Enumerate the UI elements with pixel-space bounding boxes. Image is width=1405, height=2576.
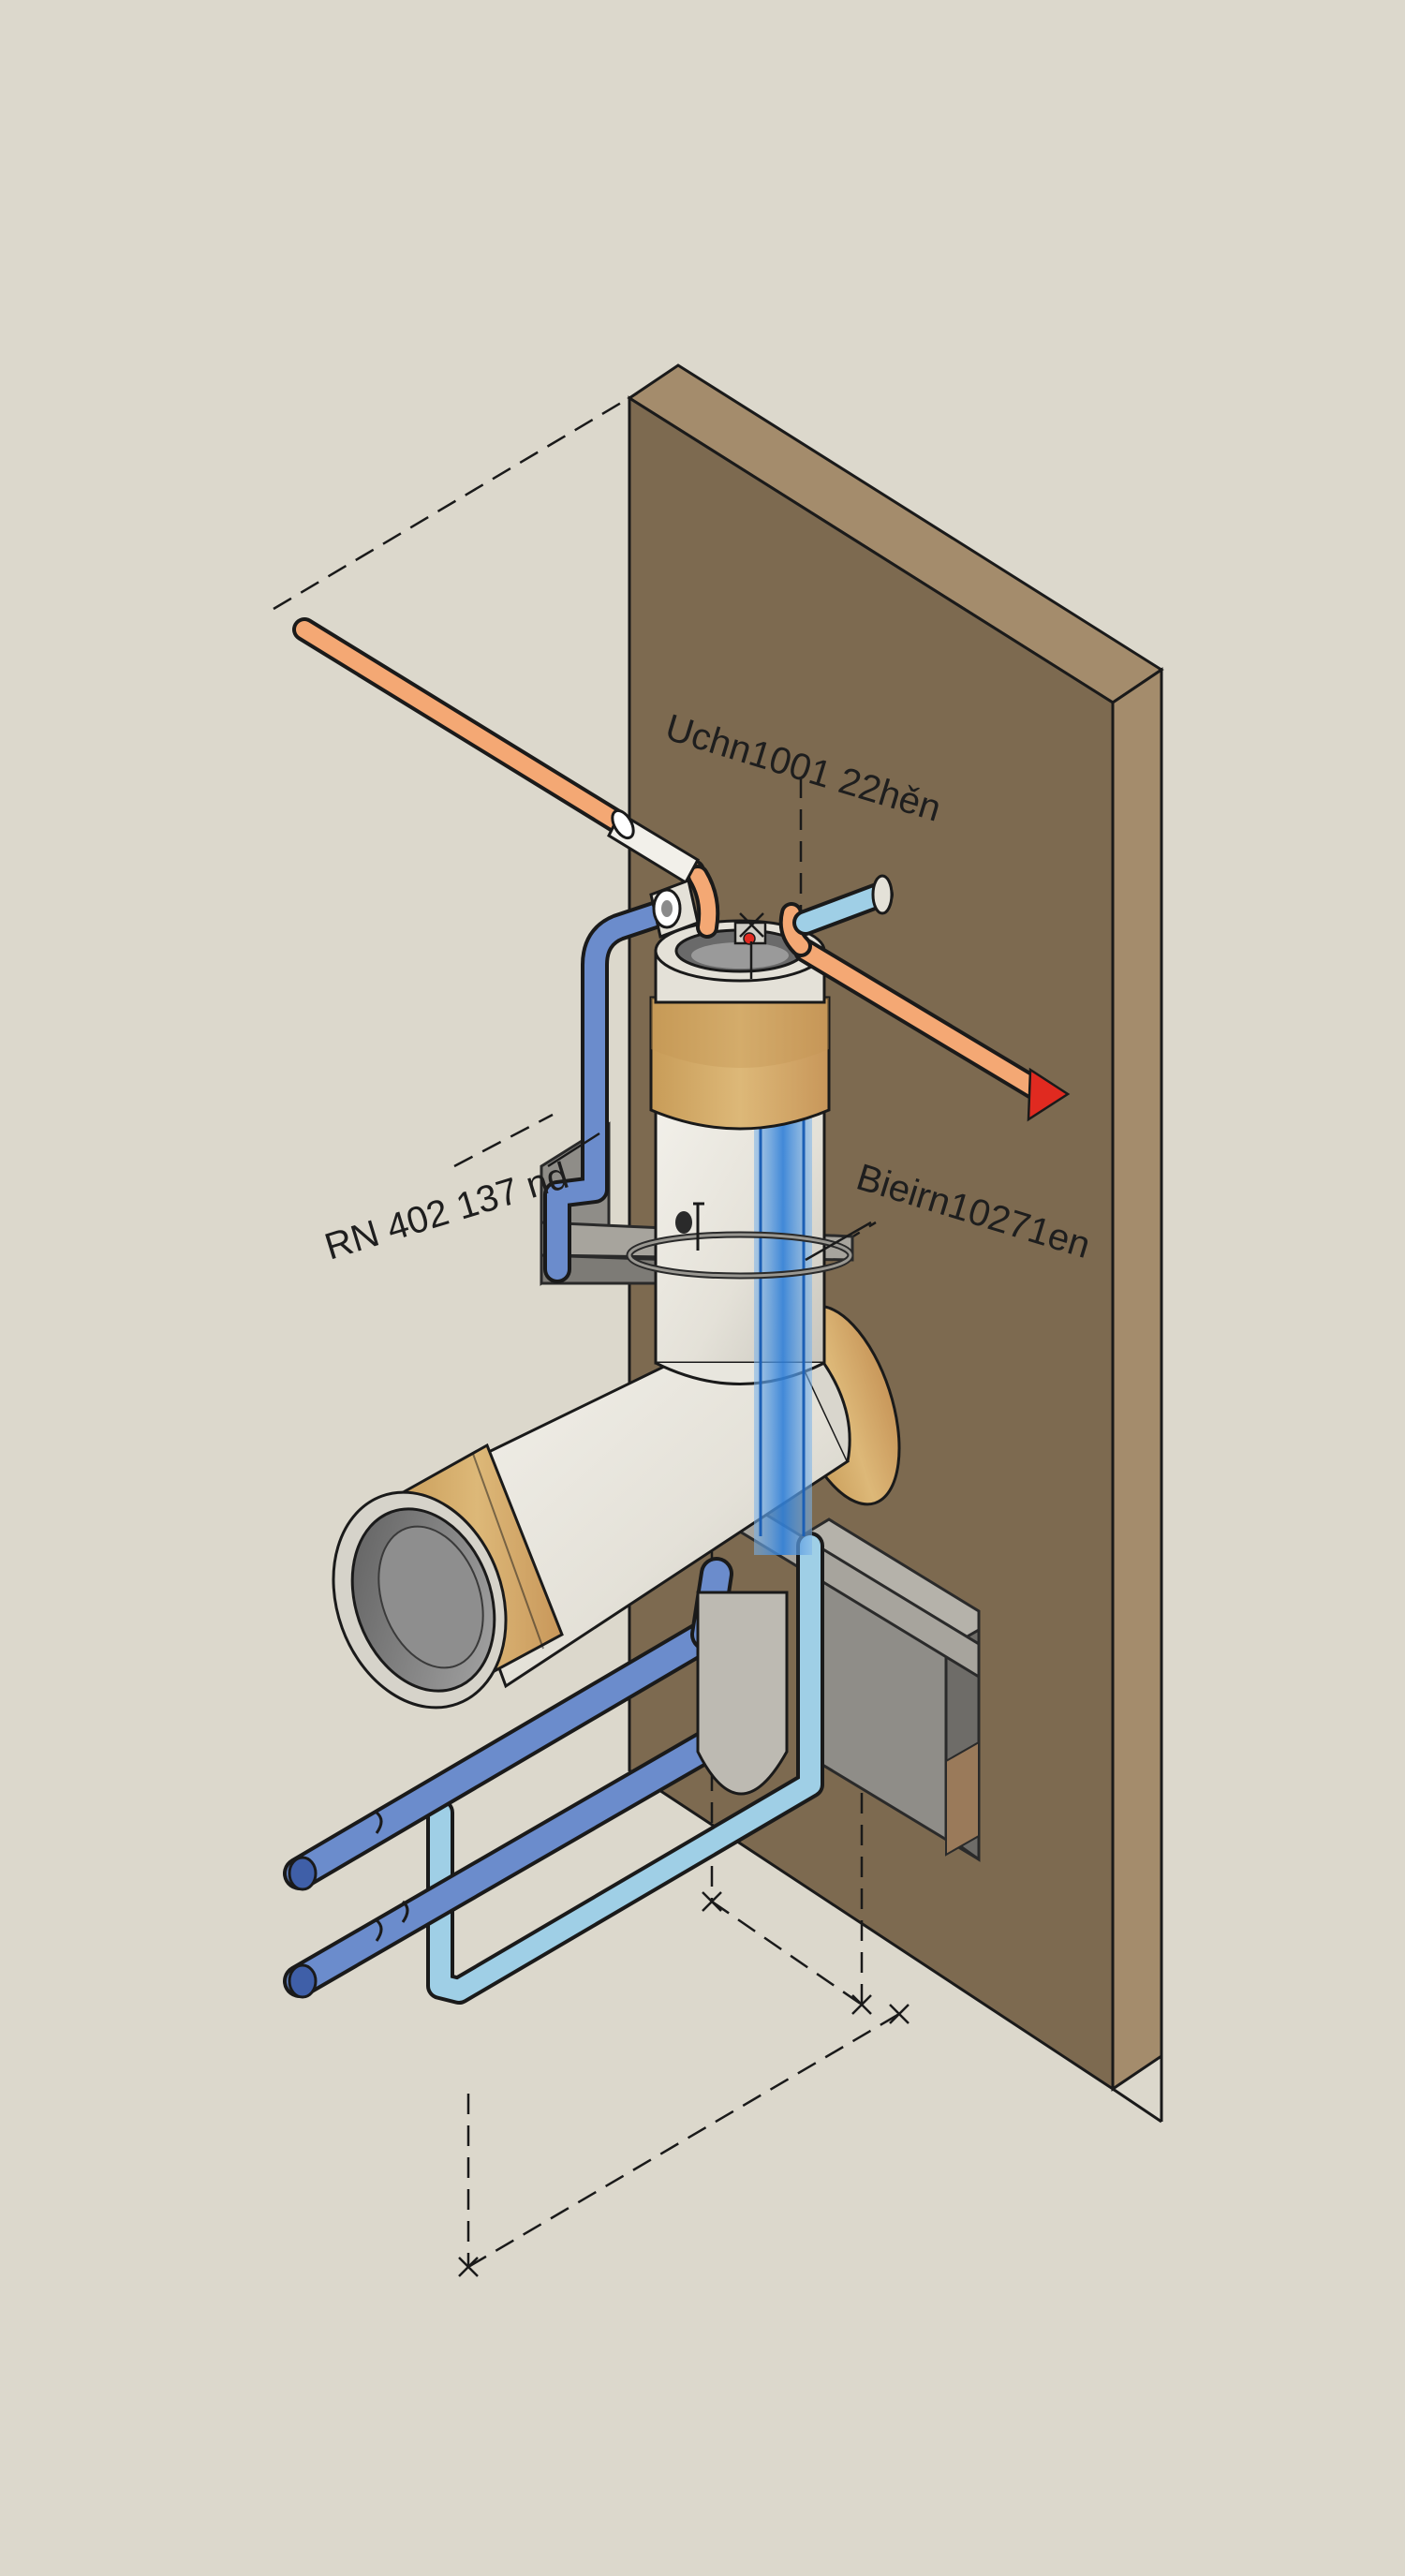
dimension-ticks [458,1891,910,2277]
label-left-dimension: RN 402 137 nd [320,1155,573,1268]
flow-direction-arrow [1027,1067,1071,1122]
cold-branch-pipe [792,881,894,936]
wall-side-edge [1111,667,1163,2092]
hot-water-pipe [292,617,1052,1103]
leader-lines [547,1132,872,1262]
pipe-end-caps [288,1811,409,1999]
inspection-hole [675,1211,692,1234]
left-inlet-fitting [649,878,700,940]
insulation-sleeve [607,808,701,885]
light-blue-loop-pipe [426,1532,824,2005]
left-blue-riser [543,899,674,1283]
main-pipe-body [332,1304,901,1710]
top-brass-coupling [649,919,831,1131]
drain-elbow-stub [696,1591,789,1796]
cold-branch-collar [871,874,894,915]
top-valve [733,912,767,979]
